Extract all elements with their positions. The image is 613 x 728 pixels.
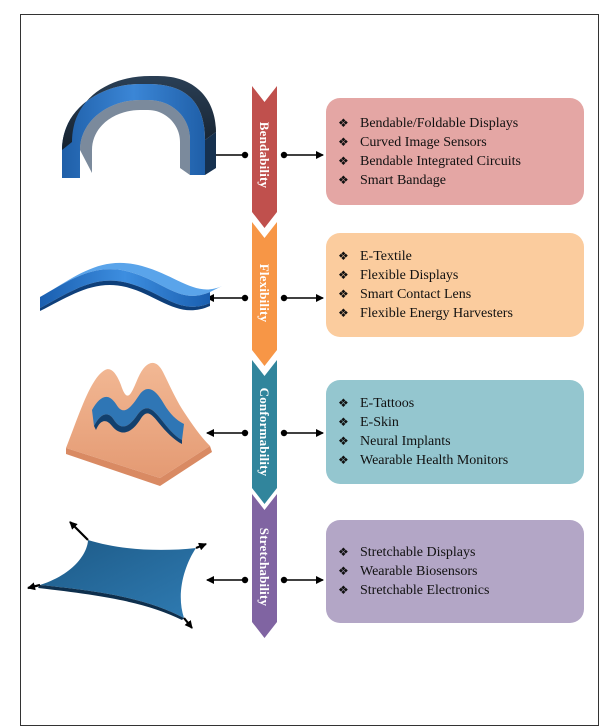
bullet-icon: ❖ (338, 545, 349, 559)
applications-box-conformability: ❖E-Tattoos ❖E-Skin ❖Neural Implants ❖Wea… (326, 380, 584, 484)
category-segment-stretchability (252, 494, 277, 638)
bullet-icon: ❖ (338, 396, 349, 410)
list-item: ❖Curved Image Sensors (338, 134, 487, 150)
bullet-icon: ❖ (338, 434, 349, 448)
bullet-icon: ❖ (338, 268, 349, 282)
list-item: ❖Smart Contact Lens (338, 287, 472, 302)
list-item: ❖E-Skin (338, 415, 399, 430)
list-item: ❖Stretchable Electronics (338, 583, 490, 598)
category-segment-bendability (252, 86, 277, 228)
connector-stretchability (206, 576, 324, 584)
bullet-icon: ❖ (338, 287, 349, 301)
applications-box-stretchability: ❖Stretchable Displays ❖Wearable Biosenso… (326, 520, 584, 623)
bullet-icon: ❖ (338, 583, 349, 597)
applications-box-bendability: ❖Bendable/Foldable Displays ❖Curved Imag… (326, 98, 584, 205)
list-item: ❖E-Textile (338, 249, 412, 264)
list-item: ❖Flexible Displays (338, 268, 459, 283)
list-item: ❖Stretchable Displays (338, 545, 476, 560)
category-segment-conformability (252, 360, 277, 504)
list-item: ❖Wearable Biosensors (338, 564, 478, 579)
list-item: ❖Neural Implants (338, 434, 451, 449)
stretched-membrane-icon (27, 521, 207, 629)
list-item: ❖Bendable/Foldable Displays (338, 115, 519, 131)
bullet-icon: ❖ (338, 134, 349, 149)
category-segment-flexibility (252, 222, 277, 366)
category-label-conformability: Conformability (257, 387, 272, 477)
bullet-icon: ❖ (338, 453, 349, 467)
category-label-flexibility: Flexibility (257, 263, 272, 323)
list-item: ❖Smart Bandage (338, 172, 446, 188)
conformal-surface-icon (66, 362, 212, 486)
list-item: ❖Bendable Integrated Circuits (338, 153, 521, 169)
bullet-icon: ❖ (338, 172, 349, 187)
wavy-sheet-icon (40, 262, 222, 311)
bullet-icon: ❖ (338, 415, 349, 429)
bullet-icon: ❖ (338, 115, 349, 130)
bullet-icon: ❖ (338, 153, 349, 168)
connector-conformability (206, 429, 324, 437)
category-label-stretchability: Stretchability (257, 527, 272, 607)
list-item: ❖Flexible Energy Harvesters (338, 306, 513, 321)
list-item: ❖Wearable Health Monitors (338, 453, 509, 468)
connector-flexibility (206, 294, 324, 302)
bullet-icon: ❖ (338, 564, 349, 578)
list-item: ❖E-Tattoos (338, 396, 415, 411)
bullet-icon: ❖ (338, 249, 349, 263)
category-label-bendability: Bendability (257, 121, 272, 189)
applications-box-flexibility: ❖E-Textile ❖Flexible Displays ❖Smart Con… (326, 233, 584, 337)
bent-sheet-icon (62, 76, 216, 178)
bullet-icon: ❖ (338, 306, 349, 320)
